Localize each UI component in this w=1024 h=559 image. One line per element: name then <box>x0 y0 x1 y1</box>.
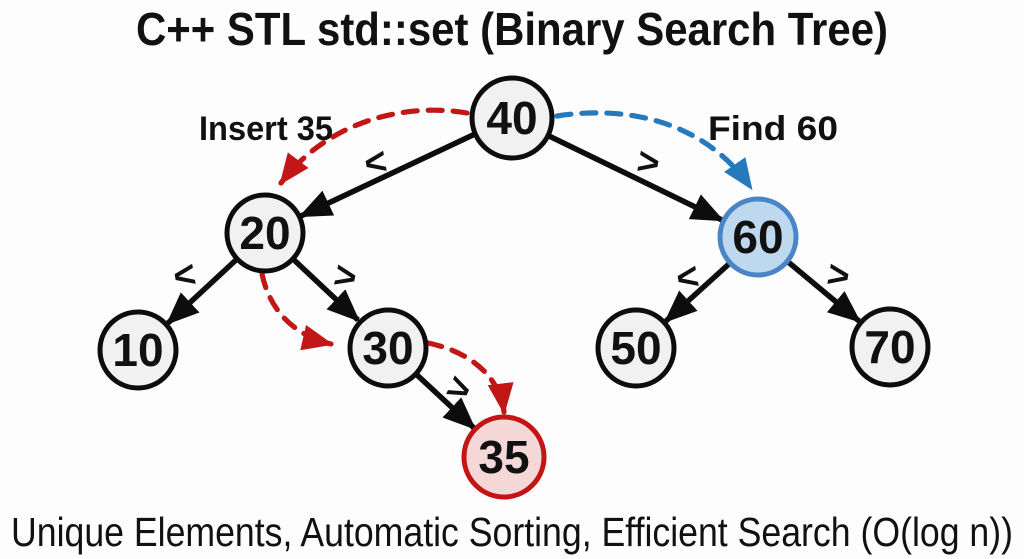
find-traversal-path <box>554 110 754 191</box>
node-30-circle <box>347 307 429 389</box>
find-path-segment-40-60 <box>554 110 754 191</box>
insert-path-segment-40-20 <box>278 107 470 186</box>
diagram-caption: Unique Elements, Automatic Sorting, Effi… <box>11 509 1013 555</box>
node-30: 30 <box>347 307 429 389</box>
node-70: 70 <box>849 306 931 388</box>
insert-path-segment-20-30 <box>259 271 334 351</box>
node-35-circle <box>461 414 547 500</box>
node-60-circle <box>717 196 799 278</box>
node-35: 35 <box>461 414 547 500</box>
edge-30-35 <box>414 371 477 431</box>
node-60: 60 <box>717 196 799 278</box>
node-20-value: 20 <box>239 207 290 259</box>
edge-label-30-35: > <box>440 365 478 412</box>
edge-20-10 <box>165 256 239 326</box>
edge-label-40-60: > <box>634 140 663 185</box>
node-60-value: 60 <box>732 211 783 263</box>
edge-label-20-30: > <box>330 254 360 300</box>
edge-label-60-50: < <box>673 255 702 300</box>
edge-label-20-10: < <box>170 253 199 298</box>
node-10-circle <box>97 309 179 391</box>
node-20: 20 <box>224 192 306 274</box>
node-50-value: 50 <box>610 322 661 374</box>
tree-nodes: 40 20 60 10 30 50 <box>97 75 931 500</box>
node-50: 50 <box>595 307 677 389</box>
edge-60-70 <box>785 258 862 324</box>
edge-60-50 <box>663 260 732 324</box>
insert-traversal-path <box>259 107 514 415</box>
node-35-value: 35 <box>478 431 529 483</box>
edge-label-60-70: > <box>824 253 853 298</box>
edge-label-40-20: < <box>361 140 390 185</box>
tree-edges <box>165 131 862 431</box>
insert-path-segment-30-35 <box>425 340 514 415</box>
insert-annotation-label: Insert 35 <box>199 110 333 148</box>
edge-40-20 <box>298 131 477 219</box>
node-70-value: 70 <box>864 321 915 373</box>
edge-20-30 <box>291 256 361 323</box>
find-annotation-label: Find 60 <box>708 110 838 148</box>
node-30-value: 30 <box>362 322 413 374</box>
node-50-circle <box>595 307 677 389</box>
node-70-circle <box>849 306 931 388</box>
node-40: 40 <box>469 75 555 161</box>
node-40-circle <box>469 75 555 161</box>
edge-40-60 <box>545 132 725 223</box>
node-20-circle <box>224 192 306 274</box>
node-40-value: 40 <box>486 92 537 144</box>
diagram-title: C++ STL std::set (Binary Search Tree) <box>136 3 888 55</box>
node-10-value: 10 <box>112 324 163 376</box>
node-10: 10 <box>97 309 179 391</box>
